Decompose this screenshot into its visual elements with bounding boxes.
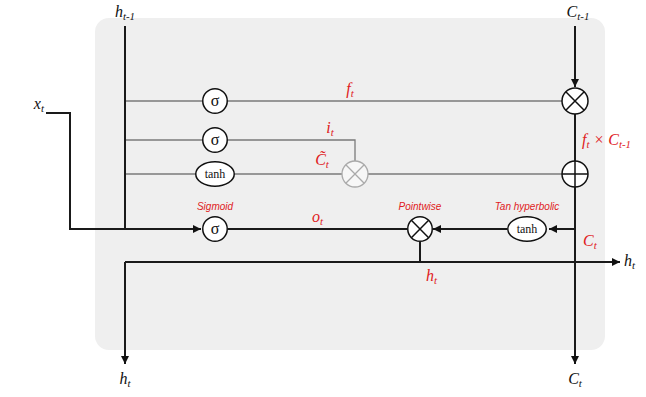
gate-input-wire [125, 173, 195, 174]
gate-input-wire [125, 100, 202, 101]
gate-symbol: σ [211, 221, 220, 237]
multiply-cross [566, 92, 584, 110]
sigmoid-gate: σSigmoid [202, 216, 228, 242]
pointwise-multiply: Pointwise [407, 216, 433, 242]
node-shape [407, 216, 433, 242]
cell-state-label: Ct [583, 232, 597, 250]
node-shape: tanh [195, 161, 235, 187]
gate-label: ft [346, 80, 353, 98]
node-shape: tanh [507, 216, 547, 242]
cell-state-wire [574, 26, 576, 87]
input-label: xt [34, 95, 44, 113]
x-input-wire [46, 113, 201, 229]
gate-outline [203, 217, 228, 242]
candidate-wire [235, 173, 342, 174]
gate-outline [408, 217, 433, 242]
cell-state-label: Ct-1 [567, 3, 590, 21]
gate-symbol: tanh [517, 223, 538, 235]
operation-caption: Pointwise [399, 201, 442, 212]
hidden-input-wire [124, 26, 126, 229]
product-label: ft × Ct-1 [582, 131, 631, 149]
tanh-layer: tanhTan hyperbolic [507, 216, 547, 242]
add-plus [562, 161, 588, 187]
sigmoid-gate: σ [202, 88, 228, 114]
cell-background [95, 18, 605, 350]
gate-outline [508, 217, 547, 242]
node-shape: σ [202, 216, 228, 242]
forget-gate-wire [228, 100, 562, 101]
cell-output-label: Ct [568, 370, 582, 388]
node-shape: σ [202, 127, 228, 153]
operation-caption: Sigmoid [197, 201, 233, 212]
cell-state-branch [549, 228, 575, 230]
gate-output-label: ot [312, 208, 323, 226]
multiply-circle [562, 88, 588, 114]
gate-symbol: tanh [205, 168, 226, 180]
gate-outline [203, 89, 228, 114]
node-shape: σ [202, 88, 228, 114]
candidate-wire [368, 173, 562, 174]
hidden-output-label: ht [624, 252, 635, 270]
cell-state-wire [574, 114, 576, 161]
hidden-output-wire [125, 261, 620, 263]
output-drop-wire [419, 242, 421, 262]
add-symbol [562, 161, 588, 187]
signal-connector [228, 228, 407, 230]
signal-connector [433, 228, 507, 230]
tanh-layer: tanh [195, 161, 235, 187]
hidden-output-label: ht [119, 370, 130, 388]
gate-outline [196, 162, 235, 187]
multiply-symbol [562, 88, 588, 114]
hidden-output-wire [124, 262, 126, 364]
gate-label: it [326, 119, 333, 137]
times-outline [407, 216, 433, 242]
gate-outline [203, 128, 228, 153]
cell-state-wire [574, 187, 576, 364]
gate-symbol: σ [211, 132, 220, 148]
candidate-label: C̃t [315, 151, 329, 169]
add-circle [562, 161, 588, 187]
multiply-circle [342, 161, 368, 187]
input-gate-wire [228, 140, 355, 161]
gate-input-wire [125, 139, 202, 140]
hidden-state-label: ht-1 [115, 3, 135, 21]
operation-caption: Tan hyperbolic [495, 201, 560, 212]
hidden-state-label: ht [426, 267, 437, 285]
multiply-cross [411, 220, 428, 237]
sigmoid-gate: σ [202, 127, 228, 153]
gate-symbol: σ [211, 93, 220, 109]
multiply-symbol [342, 161, 368, 187]
multiply-cross [346, 165, 364, 183]
